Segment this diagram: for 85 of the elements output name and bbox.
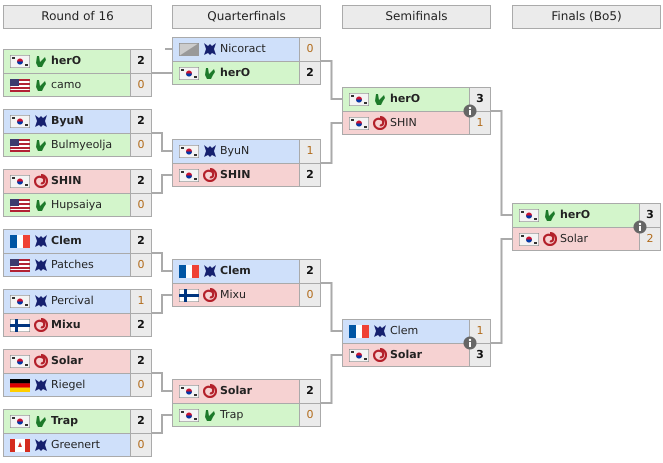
score: 0 [299, 404, 320, 426]
player-name: herO [560, 208, 590, 221]
player-name: Solar [560, 232, 588, 245]
column-header: Round of 16 [3, 5, 152, 29]
match-box [172, 379, 321, 427]
score: 2 [130, 110, 151, 133]
score: 0 [130, 434, 151, 456]
score: 0 [130, 374, 151, 396]
score: 2 [299, 380, 320, 403]
score: 0 [299, 38, 320, 61]
match-box [3, 349, 152, 397]
player-name: Patches [51, 258, 94, 271]
score: 1 [130, 290, 151, 313]
column-header: Finals (Bo5) [512, 5, 661, 29]
player-name: Percival [51, 294, 94, 307]
player-name: Trap [220, 408, 244, 421]
score: 3 [469, 344, 490, 366]
player-name: Solar [390, 348, 422, 361]
bracket-line [491, 110, 512, 216]
bracket-line [152, 252, 172, 272]
score: 0 [130, 194, 151, 216]
player-name: Riegel [51, 378, 86, 391]
bracket-line [491, 238, 512, 344]
player-name: Greenert [51, 438, 100, 451]
score: 2 [639, 228, 660, 250]
bracket-line [321, 354, 342, 404]
player-name: ByuN [220, 144, 250, 157]
column-header: Quarterfinals [172, 5, 321, 29]
bracket-line [152, 132, 172, 152]
player-name: Trap [51, 414, 78, 427]
player-name: Mixu [220, 288, 246, 301]
column-header: Semifinals [342, 5, 491, 29]
bracket-line [321, 60, 342, 100]
match-box [172, 259, 321, 307]
score: 2 [299, 260, 320, 283]
score: 0 [130, 74, 151, 96]
player-name: Bulmyeolja [51, 138, 112, 151]
bracket-line [152, 372, 172, 392]
player-name: Solar [220, 384, 252, 397]
match-box [342, 87, 491, 135]
player-name: Nicoract [220, 42, 266, 55]
player-name: herO [390, 92, 420, 105]
player-name: camo [51, 78, 82, 91]
score: 2 [299, 164, 320, 186]
score: 1 [299, 140, 320, 163]
player-name: SHIN [51, 174, 82, 187]
bracket-line [152, 174, 172, 194]
match-box [3, 169, 152, 217]
bracket-line [321, 122, 342, 164]
match-box [3, 229, 152, 277]
bracket-line [152, 294, 172, 314]
match-box [172, 37, 321, 85]
score: 2 [130, 170, 151, 193]
bracket-line [321, 282, 342, 332]
player-name: herO [51, 54, 82, 67]
score: 0 [130, 254, 151, 276]
match-box [3, 409, 152, 457]
match-box [512, 203, 661, 251]
score: 2 [130, 350, 151, 373]
score: 2 [130, 314, 151, 336]
score: 0 [299, 284, 320, 306]
match-box [342, 319, 491, 367]
score: 2 [299, 62, 320, 84]
match-box [172, 139, 321, 187]
bracket-line [165, 48, 172, 50]
bracket-line [152, 414, 172, 434]
bracket-line [152, 72, 172, 74]
player-name: SHIN [390, 116, 417, 129]
player-name: Hupsaiya [51, 198, 102, 211]
player-name: Solar [51, 354, 84, 367]
player-name: Clem [390, 324, 418, 337]
match-box [3, 109, 152, 157]
score: 2 [130, 230, 151, 253]
player-name: Clem [220, 264, 251, 277]
match-box [3, 289, 152, 337]
player-name: SHIN [220, 168, 250, 181]
player-name: Clem [51, 234, 82, 247]
match-box [3, 49, 152, 97]
player-name: ByuN [51, 114, 84, 127]
player-name: herO [220, 66, 250, 79]
score: 2 [130, 50, 151, 73]
score: 1 [469, 112, 490, 134]
score: 0 [130, 134, 151, 156]
score: 2 [130, 410, 151, 433]
player-name: Mixu [51, 318, 81, 331]
